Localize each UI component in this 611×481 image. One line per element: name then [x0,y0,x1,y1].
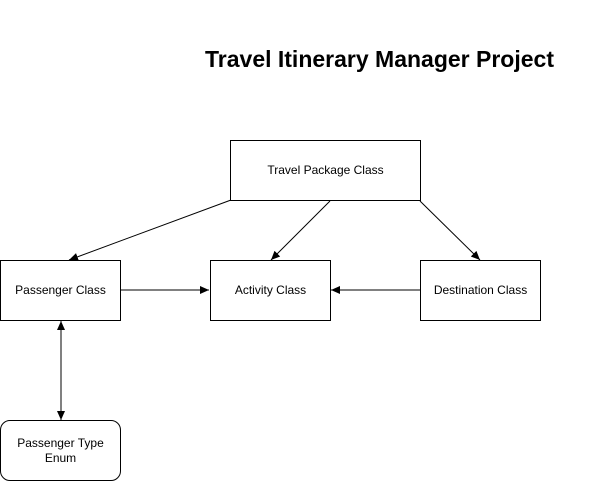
destination-class-node: Destination Class [420,260,541,321]
edge-package-to-passenger [68,199,232,261]
passenger-type-enum-node: Passenger Type Enum [0,420,121,481]
edge-package-to-activity [270,200,331,261]
passenger-class-label: Passenger Class [15,283,106,297]
travel-package-class-node: Travel Package Class [230,140,421,201]
passenger-type-enum-label: Passenger Type Enum [17,435,104,465]
travel-package-class-label: Travel Package Class [267,163,384,177]
diagram-title: Travel Itinerary Manager Project [205,46,554,72]
edge-package-to-destination [419,200,481,261]
activity-class-label: Activity Class [234,283,307,297]
destination-class-label: Destination Class [433,283,528,297]
activity-class-node: Activity Class [210,260,331,321]
passenger-class-node: Passenger Class [0,260,121,321]
